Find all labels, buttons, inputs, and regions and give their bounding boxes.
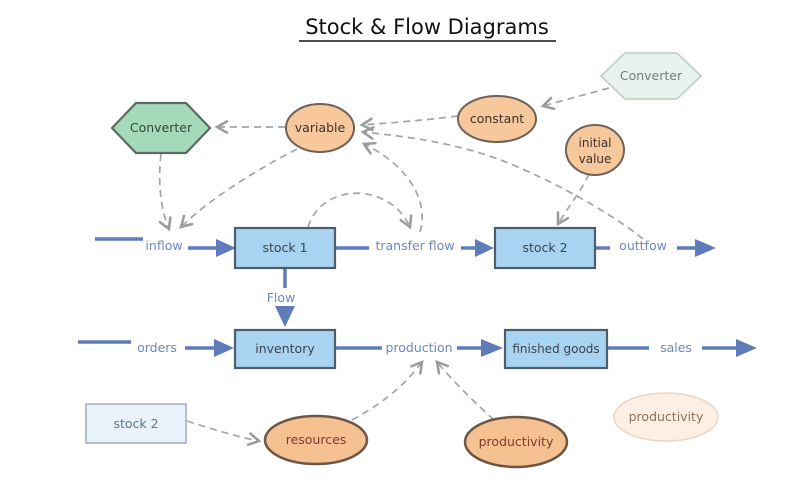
link-productivity-to-production [435,360,495,421]
node-labels: Converter Converter variable constant in… [113,68,704,449]
stock1-label: stock 1 [262,240,307,255]
flow-vertical-arrowhead-icon [275,306,295,327]
orders-label: orders [137,340,177,355]
link-converter-tr-to-constant [540,87,610,111]
stock1-rect [233,226,337,270]
stock2-small-rect [85,403,187,444]
link-stock2-small-to-resources [186,420,262,446]
inflow-label: inflow [145,238,182,253]
sales-label: sales [660,340,692,355]
page-title: Stock & Flow Diagrams [305,15,549,39]
inventory-rect [233,328,337,370]
constant-ellipse [457,95,537,143]
link-converter-left-to-inflow [158,153,172,232]
link-resources-to-production [351,359,424,421]
outflow-label: outtfow [619,238,667,253]
converter-left-hexagon [110,101,212,155]
inflow-arrowhead-icon [216,239,236,257]
productivity-faded-ellipse [613,392,719,442]
converter-left-label: Converter [130,120,193,135]
orders-arrowhead-icon [214,339,234,357]
link-transfer-flow-to-variable [361,141,423,233]
link-initial-value-to-stock2 [556,173,590,227]
variable-ellipse [285,103,355,153]
converter-top-right-label: Converter [620,68,683,83]
productivity-label: productivity [479,434,554,449]
variable-label: variable [295,120,346,135]
diagram-nodes [85,52,719,469]
dashed-links [158,87,644,446]
transfer-arrowhead-icon [475,239,494,257]
inventory-label: inventory [255,341,315,356]
flow-labels: inflow transfer flow outtfow Flow orders… [137,238,692,355]
link-constant-to-variable [359,115,459,132]
production-label: production [385,340,452,355]
resources-ellipse [263,414,369,466]
sales-arrowhead-icon [736,339,757,357]
initial-value-ellipse [565,124,625,176]
stock2-rect [493,226,597,270]
productivity-ellipse [463,415,569,469]
resources-label: resources [286,432,347,447]
flow-label: Flow [267,290,296,305]
transfer-flow-label: transfer flow [375,238,454,253]
productivity-faded-label: productivity [629,409,704,424]
finished-goods-label: finished goods [512,342,599,356]
finished-goods-rect [503,328,609,370]
link-variable-to-inflow [179,148,298,229]
converter-top-right-hexagon [599,52,703,100]
initial-value-label-line2: value [579,152,612,166]
production-arrowhead-icon [481,339,503,357]
outflow-arrowhead-icon [695,239,716,257]
initial-value-label-line1: initial [579,136,612,150]
link-stock1-to-transfer-flow [307,192,413,230]
stock2-label: stock 2 [522,240,567,255]
constant-label: constant [470,111,524,126]
flow-pipes [78,237,757,357]
stock2-small-label: stock 2 [113,416,158,431]
